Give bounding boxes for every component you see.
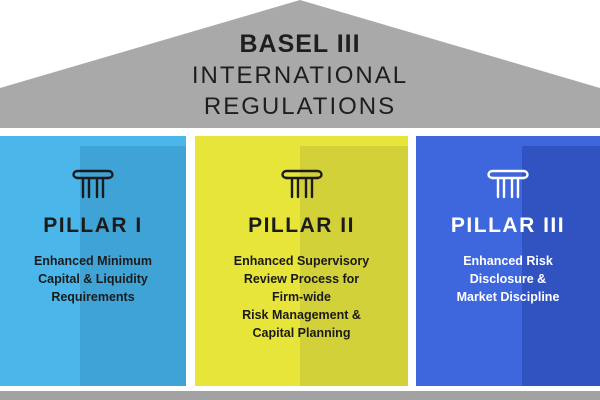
pillar-3-description: Enhanced Risk Disclosure & Market Discip… [456, 254, 560, 304]
pillar-3: PILLAR III Enhanced Risk Disclosure & Ma… [416, 136, 600, 386]
roof [0, 0, 600, 128]
pillar-1-title: PILLAR I [43, 214, 143, 237]
pillar-3-shade [522, 146, 600, 386]
roof-title-line3: REGULATIONS [203, 93, 397, 120]
pillar-2-shade [300, 146, 408, 386]
roof-title-line1: BASEL III [239, 30, 361, 58]
pillar-2-description: Enhanced Supervisory Review Process for … [233, 254, 370, 340]
roof-triangle [0, 0, 600, 120]
pillar-2-title: PILLAR II [248, 214, 355, 237]
roof-beam [0, 118, 600, 128]
roof-title: BASEL III INTERNATIONAL REGULATIONS [0, 28, 600, 122]
column-icon [280, 169, 323, 199]
base-foundation [0, 391, 600, 400]
pillar-2: PILLAR II Enhanced Supervisory Review Pr… [195, 136, 408, 386]
roof-title-line2: INTERNATIONAL [191, 62, 409, 89]
pillar-1: PILLAR I Enhanced Minimum Capital & Liqu… [0, 136, 186, 386]
column-icon [72, 169, 114, 199]
pillar-3-title: PILLAR III [450, 214, 566, 237]
column-icon [487, 169, 529, 199]
pillar-1-description: Enhanced Minimum Capital & Liquidity Req… [33, 254, 153, 304]
